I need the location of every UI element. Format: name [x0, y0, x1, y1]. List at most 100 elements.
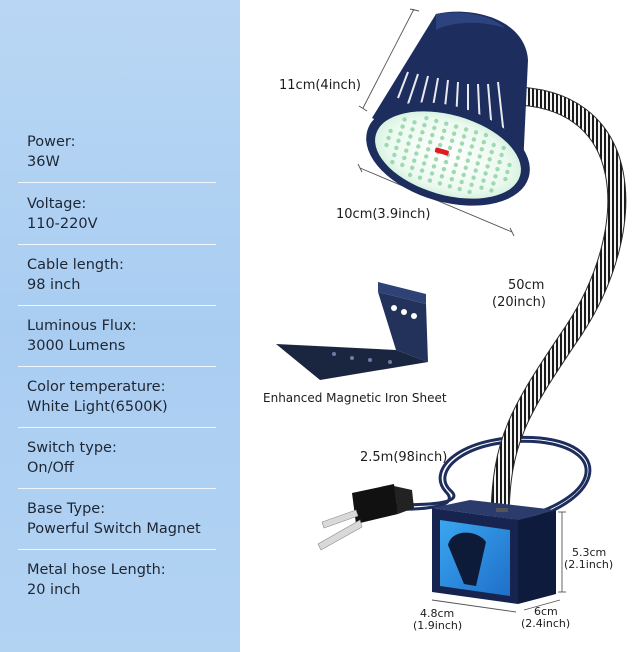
base-dimension-lines [431, 511, 566, 613]
power-plug [317, 484, 414, 551]
led-dot [469, 182, 474, 187]
led-dot [384, 142, 389, 148]
led-dot [421, 161, 427, 166]
led-dot [477, 154, 482, 159]
label-base-width-in: (1.9inch) [413, 619, 463, 632]
label-hose-length-in: (20inch) [492, 295, 546, 310]
led-dot [412, 158, 417, 163]
led-dot [439, 174, 445, 179]
led-dot [457, 186, 462, 192]
divider [18, 244, 216, 245]
divider [18, 366, 216, 367]
led-dot [418, 137, 423, 142]
led-dot [507, 162, 512, 168]
led-dot [489, 188, 494, 193]
led-dot [440, 135, 445, 141]
led-dot [429, 171, 435, 176]
led-dot [414, 151, 419, 156]
spec-color-temperature: Color temperature: White Light(6500K) [27, 377, 227, 417]
spec-voltage: Voltage: 110-220V [27, 194, 227, 234]
led-dot [489, 149, 494, 155]
led-dot [459, 179, 464, 185]
lamp-head [366, 11, 530, 206]
label-hose-length-cm: 50cm [508, 278, 545, 293]
label-lamp-diameter: 10cm(3.9inch) [336, 207, 431, 222]
led-dot [390, 159, 395, 165]
led-dot [404, 148, 409, 153]
label-base-height-in: (2.1inch) [564, 558, 614, 571]
led-dot [433, 157, 439, 162]
spec-luminous-flux: Luminous Flux: 3000 Lumens [27, 316, 227, 356]
led-dot [455, 155, 461, 160]
label-lamp-height: 11cm(4inch) [279, 78, 362, 93]
led-dot [419, 168, 425, 173]
divider [18, 427, 216, 428]
led-dot [424, 115, 429, 121]
led-dot [483, 132, 489, 138]
led-dot [493, 174, 498, 179]
led-dot [434, 118, 439, 124]
led-dot [441, 167, 447, 172]
spec-panel: Power: 36W Voltage: 110-220V Cable lengt… [0, 0, 240, 652]
led-dot [499, 152, 504, 158]
spec-label: Color temperature: [27, 379, 166, 395]
spec-value: White Light(6500K) [27, 399, 168, 415]
led-dot [461, 172, 466, 178]
led-dot [453, 162, 459, 168]
led-dot [410, 165, 415, 170]
iron-sheet-caption: Enhanced Magnetic Iron Sheet [263, 391, 447, 405]
led-dot [475, 161, 480, 166]
dimension-line-lamp-height [358, 8, 420, 112]
led-dot [487, 157, 492, 162]
led-dot [424, 154, 429, 159]
led-dot [402, 117, 407, 122]
led-dot [451, 131, 457, 136]
led-dot [417, 175, 423, 180]
led-dot [437, 181, 443, 186]
led-dot [406, 141, 411, 146]
spec-label: Base Type: [27, 501, 106, 517]
led-dot [443, 159, 449, 165]
spec-value: 110-220V [27, 216, 98, 232]
led-dot [465, 158, 470, 163]
spec-label: Cable length: [27, 257, 124, 273]
led-dot [497, 159, 502, 165]
led-dot [467, 151, 472, 156]
led-dot [485, 164, 490, 169]
led-dot [471, 175, 476, 180]
spec-label: Voltage: [27, 196, 87, 212]
spec-value: On/Off [27, 460, 74, 476]
led-dot [479, 147, 484, 152]
led-dot [463, 127, 469, 132]
led-dot [491, 181, 496, 186]
led-dot [447, 145, 453, 151]
led-dot [386, 135, 391, 141]
label-base-depth-in: (2.4inch) [521, 617, 571, 630]
led-dot [426, 147, 431, 152]
led-dot [467, 189, 472, 195]
led-dot [408, 134, 413, 139]
led-dot [400, 162, 405, 168]
spec-value: 36W [27, 154, 60, 170]
spec-switch-type: Switch type: On/Off [27, 438, 227, 478]
led-dot [481, 140, 486, 145]
label-cable-length: 2.5m(98inch) [360, 450, 448, 465]
led-dot [392, 152, 397, 158]
led-dot [412, 120, 417, 125]
led-dot [430, 132, 435, 138]
led-dot [473, 168, 478, 173]
spec-value: 3000 Lumens [27, 338, 126, 354]
led-dot [398, 131, 403, 136]
led-dot [437, 142, 443, 148]
spec-value: 98 inch [27, 277, 81, 293]
power-cable [387, 435, 592, 526]
led-dot [396, 138, 401, 143]
led-dot [410, 127, 415, 132]
led-dot [451, 169, 456, 175]
led-dot [400, 124, 405, 129]
divider [18, 182, 216, 183]
spec-value: 20 inch [27, 582, 81, 598]
led-dot [388, 128, 393, 134]
